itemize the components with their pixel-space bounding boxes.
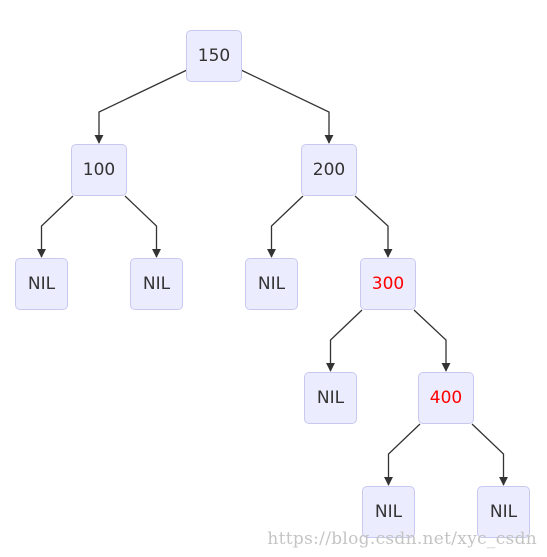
edge-n400-n400R [471, 423, 509, 486]
edge-n200-n200L [266, 195, 304, 258]
edge-n100-n100L [36, 195, 74, 258]
node-300-left-nil-label: NIL [316, 388, 345, 408]
node-100-left-nil[interactable]: NIL [15, 258, 68, 310]
node-200-label: 200 [312, 160, 346, 180]
node-300-label: 300 [371, 274, 405, 294]
watermark: https://blog.csdn.net/xyc_csdn [267, 529, 537, 549]
edge-n200-n300 [354, 195, 393, 258]
node-400-left-nil-label: NIL [374, 502, 403, 522]
node-100-right-nil[interactable]: NIL [130, 258, 183, 310]
node-200-left-nil[interactable]: NIL [245, 258, 298, 310]
node-100-right-nil-label: NIL [142, 274, 171, 294]
edge-n300-n400 [413, 309, 451, 372]
node-400-label: 400 [429, 388, 463, 408]
edge-n150-n100 [94, 68, 189, 144]
node-100[interactable]: 100 [71, 144, 127, 196]
node-400[interactable]: 400 [418, 372, 474, 424]
node-100-left-nil-label: NIL [27, 274, 56, 294]
node-300-left-nil[interactable]: NIL [304, 372, 357, 424]
node-400-left-nil[interactable]: NIL [362, 486, 415, 538]
edge-n400-n400L [383, 423, 421, 486]
edge-n100-n100R [124, 195, 162, 258]
node-150[interactable]: 150 [186, 30, 242, 82]
node-150-label: 150 [197, 46, 231, 66]
node-200-left-nil-label: NIL [257, 274, 286, 294]
node-100-label: 100 [82, 160, 116, 180]
node-400-right-nil[interactable]: NIL [477, 486, 530, 538]
node-200[interactable]: 200 [301, 144, 357, 196]
node-400-right-nil-label: NIL [489, 502, 518, 522]
edge-n150-n200 [239, 68, 334, 144]
node-300[interactable]: 300 [360, 258, 416, 310]
edge-n300-n300L [325, 309, 363, 372]
